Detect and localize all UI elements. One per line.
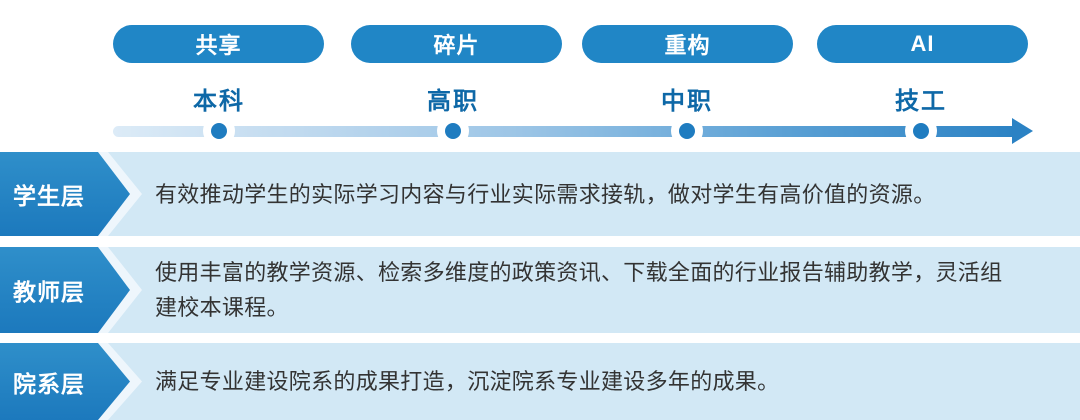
row-student-layer: 学生层 有效推动学生的实际学习内容与行业实际需求接轨，做对学生有高价值的资源。: [0, 152, 1080, 236]
timeline-dot: [905, 115, 937, 147]
timeline-dot-core: [913, 123, 929, 139]
axis-label-secondary-vocational: 中职: [661, 88, 713, 115]
stage-pill-label: 碎片: [433, 33, 480, 58]
row-label-arrow: 教师层: [0, 247, 130, 333]
timeline-dot-core: [445, 123, 461, 139]
row-label: 院系层: [13, 370, 85, 397]
stage-pill-label: 共享: [195, 33, 242, 58]
axis-label-undergraduate: 本科: [193, 88, 245, 115]
row-description: 满足专业建设院系的成果打造，沉淀院系专业建设多年的成果。: [155, 369, 780, 394]
row-teacher-layer: 教师层 使用丰富的教学资源、检索多维度的政策资讯、下载全面的行业报告辅助教学，灵…: [0, 247, 1080, 333]
row-label-arrow: 院系层: [0, 343, 130, 420]
row-description: 使用丰富的教学资源、检索多维度的政策资讯、下载全面的行业报告辅助教学，灵活组建校…: [155, 260, 1003, 320]
timeline-arrowhead-icon: [1012, 118, 1033, 144]
stage-pill-label: 重构: [664, 33, 711, 58]
row-label-arrow: 学生层: [0, 152, 130, 236]
axis-label-higher-vocational: 高职: [427, 88, 479, 115]
stage-pill-ai: AI: [817, 25, 1028, 63]
timeline-dot: [203, 115, 235, 147]
timeline-dot: [437, 115, 469, 147]
axis-label-technical: 技工: [895, 88, 947, 115]
row-label: 学生层: [13, 183, 85, 209]
stage-pill-fragment: 碎片: [351, 25, 562, 63]
timeline-dot: [671, 115, 703, 147]
row-description: 有效推动学生的实际学习内容与行业实际需求接轨，做对学生有高价值的资源。: [155, 181, 936, 207]
row-label: 教师层: [13, 279, 85, 305]
timeline-dot-core: [211, 123, 227, 139]
stage-pill-share: 共享: [113, 25, 324, 63]
row-department-layer: 院系层 满足专业建设院系的成果打造，沉淀院系专业建设多年的成果。: [0, 343, 1080, 420]
timeline-line: [113, 126, 1017, 137]
stage-pill-restructure: 重构: [582, 25, 793, 63]
timeline-dot-core: [679, 123, 695, 139]
stage-pill-label: AI: [910, 31, 935, 56]
